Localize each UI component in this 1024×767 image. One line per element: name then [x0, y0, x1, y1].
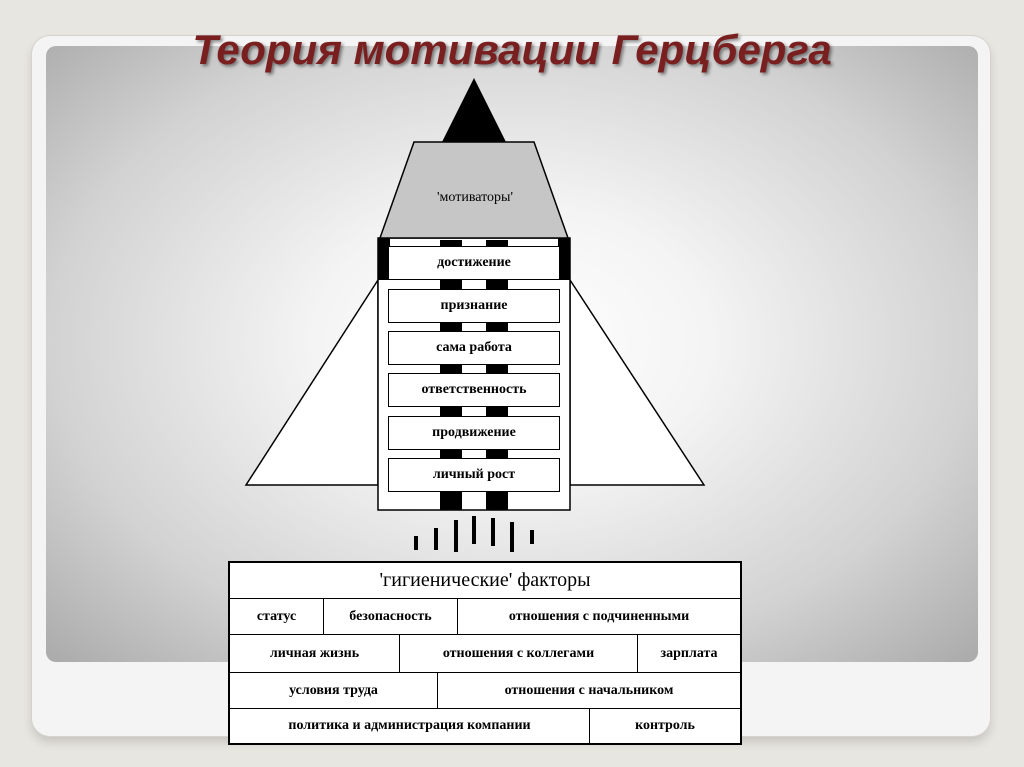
hygiene-factor-security: безопасность [324, 599, 458, 634]
hygiene-factor-personal-life: личная жизнь [230, 635, 400, 672]
motivator-achievement: достижение [388, 246, 560, 280]
motivator-responsibility: ответственность [388, 373, 560, 407]
hygiene-factor-policy: политика и администрация компании [230, 709, 590, 743]
motivators-label: 'мотиваторы' [437, 190, 513, 205]
hygiene-factor-control: контроль [635, 718, 695, 733]
motivator-recognition: признание [388, 289, 560, 323]
hygiene-row: политика и администрация компании контро… [230, 709, 740, 743]
motivator-growth: личный рост [388, 458, 560, 492]
motivator-advancement: продвижение [388, 416, 560, 450]
left-wing [244, 277, 379, 486]
motivator-work-itself: сама работа [388, 331, 560, 365]
right-shoulder [558, 238, 570, 280]
hygiene-title: 'гигиенические' факторы [379, 569, 591, 591]
hygiene-factor-supervisor: отношения с начальником [504, 682, 674, 698]
hygiene-factor-status: статус [230, 599, 324, 634]
right-wing [569, 277, 706, 486]
nose-cone [378, 141, 570, 239]
hygiene-factor-peers: отношения с коллегами [400, 635, 638, 672]
exhaust-lines [414, 516, 534, 552]
left-shoulder [378, 238, 390, 280]
hygiene-row: статус безопасность отношения с подчинен… [230, 599, 740, 635]
hygiene-factor-subordinates: отношения с подчиненными [508, 608, 690, 624]
hygiene-factor-conditions: условия труда [230, 673, 438, 708]
hygiene-header-row: 'гигиенические' факторы [230, 563, 740, 599]
nose-tip [442, 78, 506, 142]
hygiene-factor-salary: зарплата [660, 645, 718, 661]
hygiene-row: личная жизнь отношения с коллегами зарпл… [230, 635, 740, 673]
slide-title: Теория мотивации Герцберга [192, 26, 832, 73]
hygiene-table: 'гигиенические' факторы статус безопасно… [228, 561, 742, 745]
hygiene-row: условия труда отношения с начальником [230, 673, 740, 709]
